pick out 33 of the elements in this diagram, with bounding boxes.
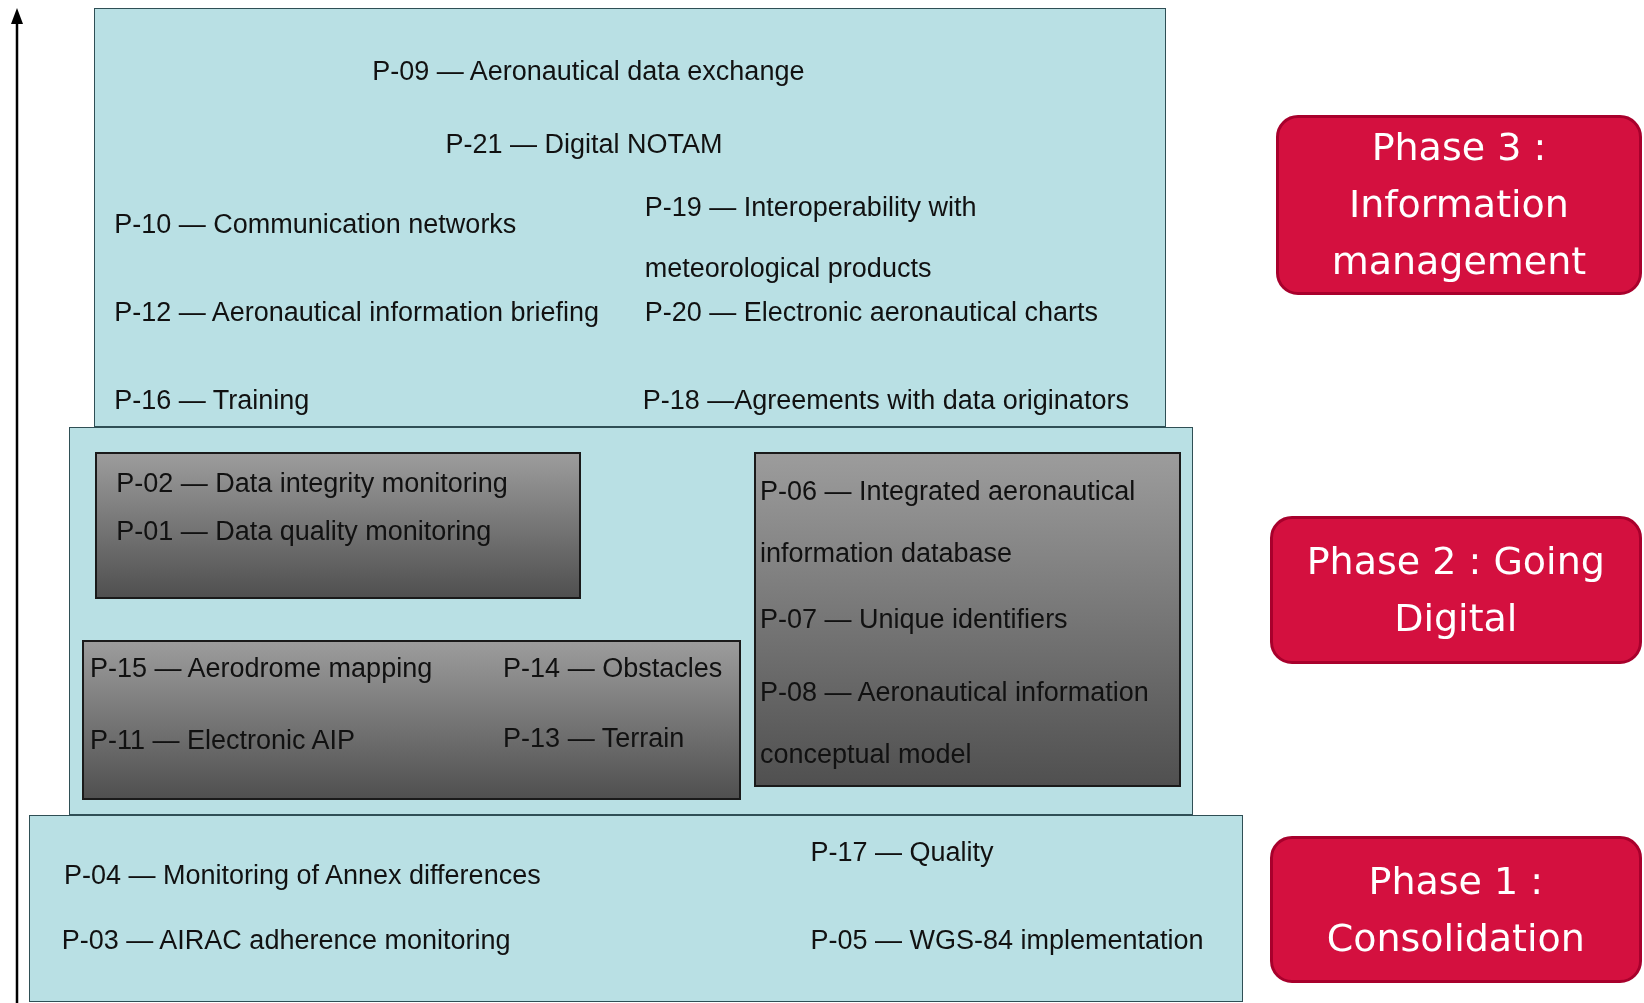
project-label: P-09 — Aeronautical data exchange xyxy=(372,54,805,88)
project-label: P-13 — Terrain xyxy=(503,721,685,755)
phase-band xyxy=(69,426,1194,815)
phase-title: Phase 1 : Consolidation xyxy=(1325,857,1586,962)
phase-badge xyxy=(1269,515,1642,664)
project-label: P-03 — AIRAC adherence monitoring xyxy=(61,924,511,957)
project-label: P-20 — Electronic aeronautical charts xyxy=(644,295,1098,329)
project-label: P-02 — Data integrity monitoring xyxy=(116,466,508,500)
project-group-panel xyxy=(81,639,742,800)
project-label: P-06 — Integrated aeronautical information database xyxy=(759,475,1137,571)
project-label: P-12 — Aeronautical information briefing xyxy=(114,295,599,329)
phase-badge xyxy=(1276,115,1642,295)
project-label: P-04 — Monitoring of Annex differences xyxy=(63,859,541,892)
project-label: P-07 — Unique identifiers xyxy=(759,603,1068,637)
project-label: P-15 — Aerodrome mapping xyxy=(90,652,433,686)
project-group-panel xyxy=(753,451,1181,788)
phase-title: Phase 3 : Information management xyxy=(1330,124,1588,286)
phase-band xyxy=(29,814,1244,1003)
project-label: P-17 — Quality xyxy=(810,835,994,869)
project-label: P-16 — Training xyxy=(114,384,310,418)
project-label: P-10 — Communication networks xyxy=(114,207,517,241)
project-label: P-01 — Data quality monitoring xyxy=(116,514,492,548)
project-label: P-14 — Obstacles xyxy=(503,652,723,686)
phase-badge xyxy=(1269,835,1642,984)
project-label: P-08 — Aeronautical information conceptual model xyxy=(759,676,1150,772)
project-label: P-19 — Interoperability with meteorological products xyxy=(644,191,978,286)
project-label: P-05 — WGS-84 implementation xyxy=(810,924,1204,957)
project-group-panel xyxy=(95,451,581,599)
project-label: P-18 —Agreements with data originators xyxy=(642,384,1129,418)
project-label: P-21 — Digital NOTAM xyxy=(445,128,723,162)
phase-band xyxy=(94,8,1166,427)
phase-title: Phase 2 : Going Digital xyxy=(1305,537,1606,642)
project-label: P-11 — Electronic AIP xyxy=(90,723,356,757)
